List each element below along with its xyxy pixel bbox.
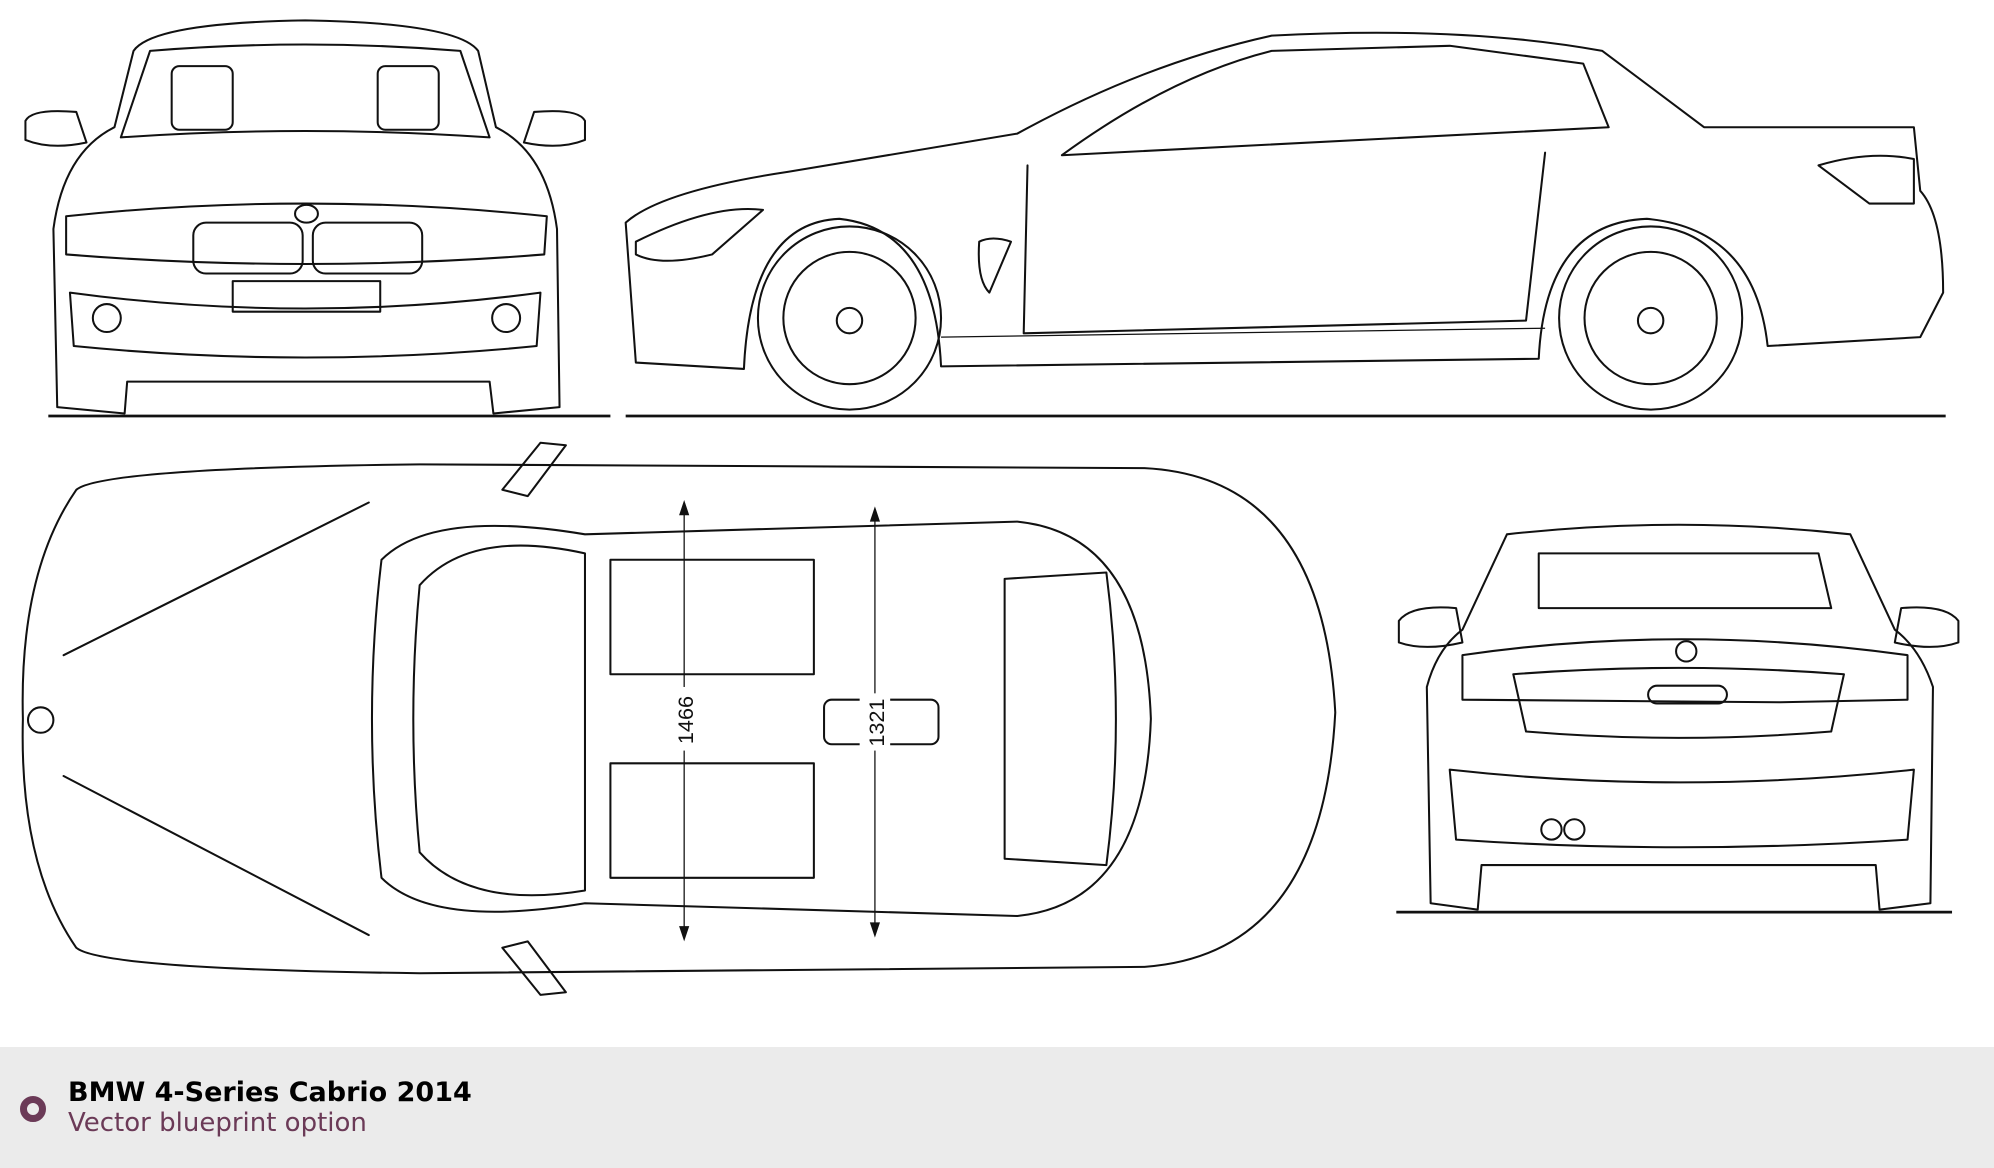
side-view <box>624 31 1946 418</box>
dimension-rear-track: 1321 <box>864 699 889 747</box>
blueprint-subtitle: Vector blueprint option <box>68 1108 367 1138</box>
rear-view <box>1396 523 1960 914</box>
front-view <box>24 19 611 418</box>
blueprint-title: BMW 4-Series Cabrio 2014 <box>68 1077 472 1108</box>
blueprint-drawing: 1466 1321 <box>21 19 1960 996</box>
circle-bullet-icon <box>20 1096 46 1122</box>
dimension-front-track: 1466 <box>673 696 698 744</box>
top-view <box>21 441 1337 996</box>
caption-footer: BMW 4-Series Cabrio 2014 Vector blueprin… <box>0 1047 1994 1168</box>
